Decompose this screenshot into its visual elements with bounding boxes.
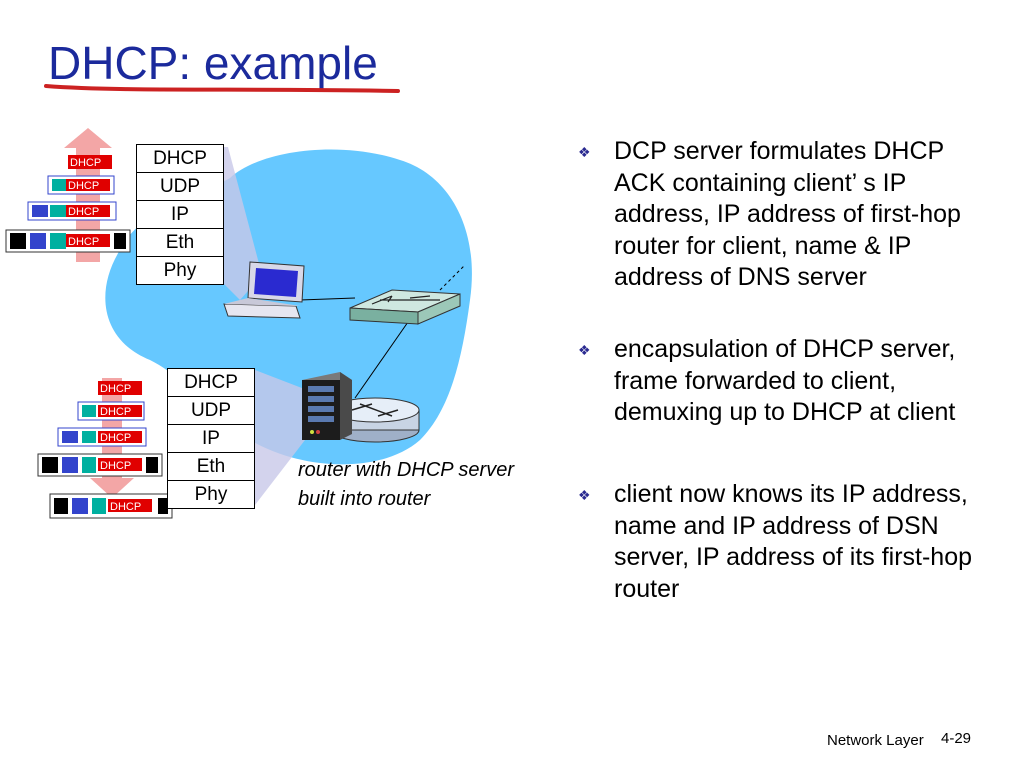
bullet-text: encapsulation of DHCP server, frame forw… xyxy=(614,335,956,426)
stack-layer-ip: IP xyxy=(137,201,223,229)
stack-layer-udp: UDP xyxy=(137,173,223,201)
stack-layer-eth: Eth xyxy=(168,453,254,481)
packet-label: DHCP xyxy=(100,406,131,418)
packet-label: DHCP xyxy=(70,157,101,169)
server-packet-eth-lower: DHCP xyxy=(49,493,173,519)
router-icon xyxy=(330,397,420,443)
stack-layer-dhcp: DHCP xyxy=(137,145,223,173)
footer-page-number: 4-29 xyxy=(941,730,972,747)
stack-layer-dhcp: DHCP xyxy=(168,369,254,397)
stack-layer-eth: Eth xyxy=(137,229,223,257)
bullet-item: ❖ encapsulation of DHCP server, frame fo… xyxy=(578,334,998,429)
footer-section-label: Network Layer xyxy=(827,732,924,749)
server-packet-udp: DHCP xyxy=(77,401,145,421)
diamond-bullet-icon: ❖ xyxy=(578,342,591,358)
switch-router-link xyxy=(354,321,409,399)
title-underline xyxy=(44,84,400,93)
laptop-icon xyxy=(223,261,305,319)
laptop-switch-link xyxy=(299,297,356,301)
packet-label: DHCP xyxy=(100,432,131,444)
packet-label: DHCP xyxy=(100,383,131,395)
packet-label: DHCP xyxy=(100,460,131,472)
bullet-item: ❖ DCP server formulates DHCP ACK contain… xyxy=(578,136,998,294)
client-protocol-stack: DHCP UDP IP Eth Phy xyxy=(136,144,224,285)
packet-label: DHCP xyxy=(68,236,99,248)
diamond-bullet-icon: ❖ xyxy=(578,487,591,503)
stack-layer-phy: Phy xyxy=(163,260,197,281)
packet-label: DHCP xyxy=(68,206,99,218)
server-packet-ip: DHCP xyxy=(57,427,147,447)
server-packet-dhcp: DHCP xyxy=(98,381,142,395)
client-packet-dhcp: DHCP xyxy=(68,155,112,169)
stack-layer-phy: Phy xyxy=(194,484,228,505)
server-packet-eth: DHCP xyxy=(37,453,163,477)
packet-label: DHCP xyxy=(68,180,99,192)
client-packet-eth: DHCP xyxy=(5,229,131,253)
stack-layer-udp: UDP xyxy=(168,397,254,425)
packet-label: DHCP xyxy=(110,501,141,513)
router-caption: router with DHCP server built into route… xyxy=(298,459,514,510)
switch-icon xyxy=(349,289,461,325)
bullet-text: client now knows its IP address, name an… xyxy=(614,480,973,603)
bullet-text: DCP server formulates DHCP ACK containin… xyxy=(614,137,961,291)
server-protocol-stack: DHCP UDP IP Eth Phy xyxy=(167,368,255,509)
client-packet-ip: DHCP xyxy=(27,201,117,221)
stack-layer-ip: IP xyxy=(168,425,254,453)
diamond-bullet-icon: ❖ xyxy=(578,144,591,160)
client-packet-udp: DHCP xyxy=(47,175,115,195)
slide-title: DHCP: example xyxy=(48,37,378,89)
bullet-item: ❖ client now knows its IP address, name … xyxy=(578,479,998,605)
server-icon xyxy=(302,372,352,440)
